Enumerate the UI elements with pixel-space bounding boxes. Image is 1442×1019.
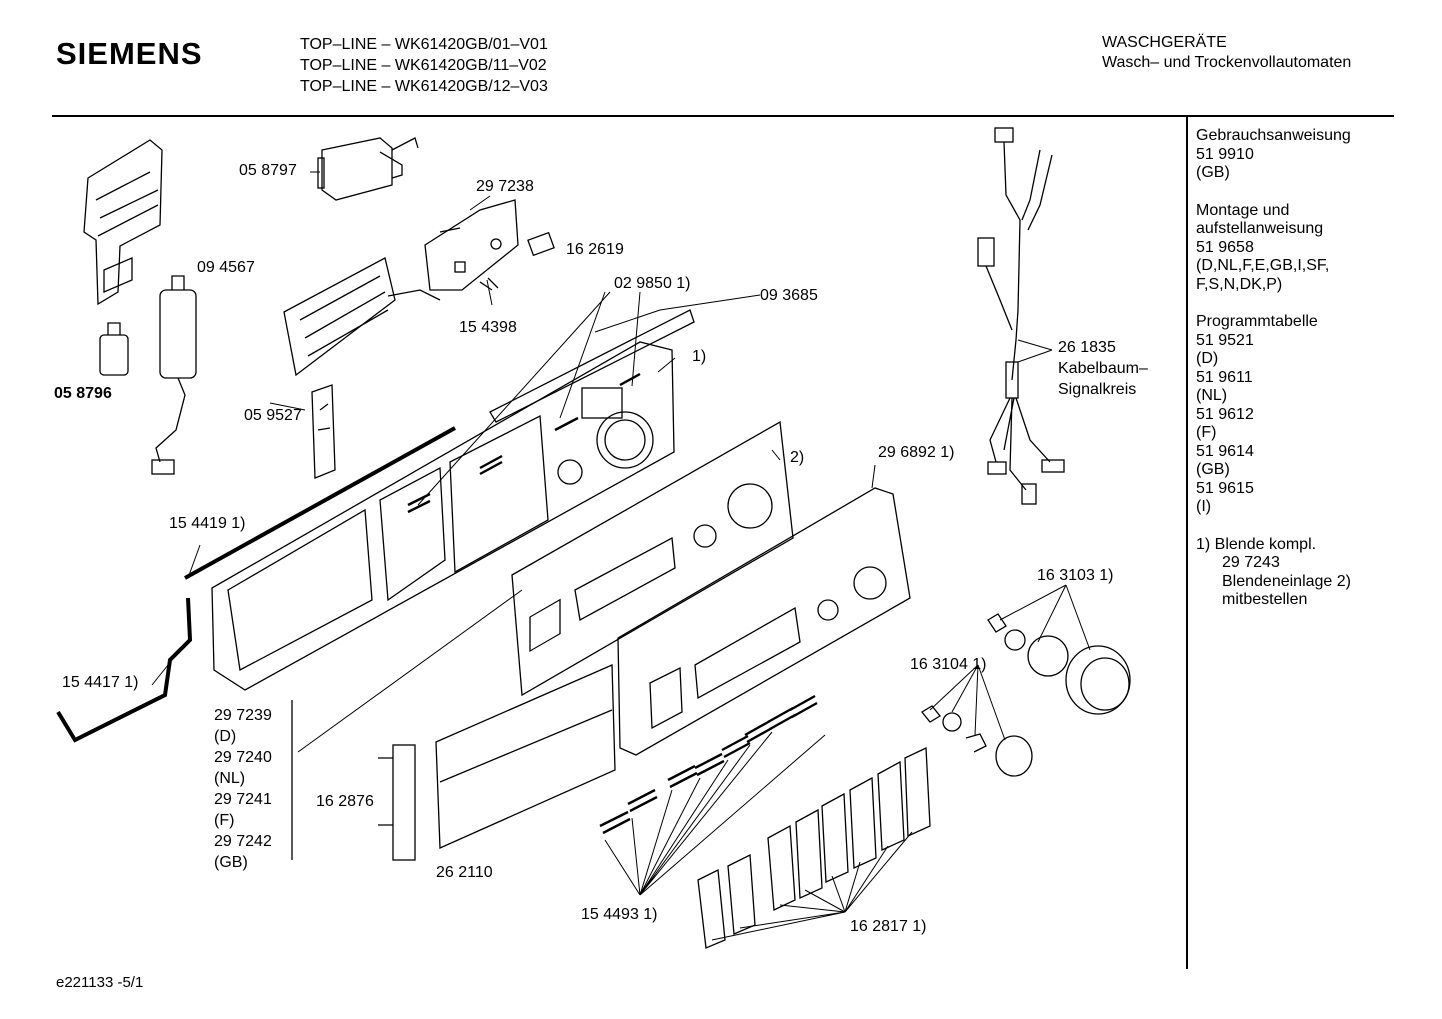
- program-block: Programmtabelle 51 9521 (D) 51 9611 (NL)…: [1196, 313, 1351, 517]
- part-label: 02 9850 1): [614, 275, 691, 292]
- program-lang: (D): [1196, 350, 1219, 367]
- part-label: 26 1835: [1058, 339, 1116, 356]
- part-label: Kabelbaum–: [1058, 360, 1148, 377]
- install-title: aufstellanweisung: [1196, 220, 1324, 237]
- note-line: Blendeneinlage 2): [1222, 572, 1351, 590]
- lamp: [479, 231, 555, 291]
- switch: [317, 137, 419, 201]
- part-label: Signalkreis: [1058, 381, 1137, 398]
- insert-variants: 29 7239 (D) 29 7240 (NL) 29 7241 (F) 29 …: [214, 705, 272, 873]
- part-label: 05 9527: [244, 407, 302, 424]
- leader-lines: [151, 171, 1091, 941]
- part-label: 29 7238: [476, 178, 534, 195]
- selector-board: [283, 257, 441, 377]
- key-springs: [599, 694, 818, 835]
- part-label: 15 4419 1): [169, 515, 246, 532]
- part-label: 15 4417 1): [62, 674, 139, 691]
- lever: [311, 384, 336, 479]
- program-number: 51 9614: [1196, 442, 1254, 460]
- program-keys: [697, 746, 931, 949]
- program-number: 51 9521: [1196, 331, 1254, 349]
- category-title: WASCHGERÄTE: [1102, 34, 1227, 51]
- part-label: (D): [214, 728, 237, 745]
- panel-insert: [511, 420, 794, 697]
- model-list: TOP–LINE – WK61420GB/01–V01 TOP–LINE – W…: [300, 34, 548, 97]
- part-label: 05 8797: [239, 162, 297, 179]
- suppressor: [99, 322, 129, 376]
- part-label: 16 3103 1): [1037, 567, 1114, 584]
- rod: [56, 597, 193, 743]
- category-block: WASCHGERÄTE Wasch– und Trockenvollautoma…: [1102, 33, 1351, 73]
- install-title: Montage und: [1196, 201, 1290, 219]
- category-subtitle: Wasch– und Trockenvollautomaten: [1102, 54, 1352, 71]
- brand-logo: SIEMENS: [56, 36, 203, 71]
- part-label: (NL): [214, 770, 246, 787]
- part-label: 09 4567: [197, 259, 255, 276]
- install-block: Montage und aufstellanweisung 51 9658 (D…: [1196, 202, 1351, 295]
- front-frame: [617, 487, 911, 756]
- manual-lang: (GB): [1196, 164, 1230, 181]
- knob-assembly: [921, 613, 1131, 777]
- part-label: 29 6892 1): [878, 444, 955, 461]
- header-divider: [52, 115, 1394, 117]
- manual-title: Gebrauchsanweisung: [1196, 127, 1351, 144]
- model-line: TOP–LINE – WK61420GB/12–V03: [300, 78, 548, 95]
- part-label: 29 7239: [214, 707, 272, 724]
- mounting-bracket: [83, 139, 163, 306]
- part-label: 26 2110: [436, 864, 493, 881]
- part-label: 16 2817 1): [850, 918, 927, 935]
- part-label: 15 4398: [459, 319, 517, 336]
- capacitor: [151, 275, 197, 475]
- part-label: 09 3685: [760, 287, 818, 304]
- manual-number: 51 9910: [1196, 145, 1254, 163]
- part-label: 16 2619: [566, 241, 624, 258]
- part-label: (F): [214, 812, 235, 829]
- document-code: e221133 -5/1: [56, 974, 144, 991]
- part-label: 1): [692, 348, 707, 365]
- note-block: 1) Blende kompl. 29 7243 Blendeneinlage …: [1196, 536, 1351, 610]
- part-label: 29 7241: [214, 791, 272, 808]
- wiring-harness: [977, 127, 1065, 505]
- document-sidebar: Gebrauchsanweisung 51 9910 (GB) Montage …: [1196, 127, 1351, 629]
- circuit-board: [424, 199, 519, 291]
- manual-block: Gebrauchsanweisung 51 9910 (GB): [1196, 127, 1351, 183]
- note-line: mitbestellen: [1222, 591, 1308, 608]
- install-langs: (D,NL,F,E,GB,I,SF,: [1196, 257, 1330, 274]
- program-lang: (F): [1196, 424, 1217, 441]
- program-lang: (I): [1196, 498, 1212, 515]
- part-label: 05 8796: [54, 385, 112, 402]
- model-line: TOP–LINE – WK61420GB/01–V01: [300, 36, 548, 53]
- part-label: 29 7240: [214, 749, 272, 766]
- program-number: 51 9615: [1196, 479, 1254, 497]
- sidebar-divider: [1186, 117, 1188, 969]
- program-number: 51 9612: [1196, 405, 1254, 423]
- note-line: 29 7243: [1222, 554, 1280, 571]
- part-label: 16 3104 1): [910, 656, 987, 673]
- program-title: Programmtabelle: [1196, 313, 1318, 330]
- part-label: 16 2876: [316, 793, 374, 810]
- seal-strip: [184, 426, 456, 580]
- model-line: TOP–LINE – WK61420GB/11–V02: [300, 57, 547, 74]
- part-label: (GB): [214, 854, 248, 871]
- note-line: 1) Blende kompl.: [1196, 535, 1317, 553]
- install-number: 51 9658: [1196, 238, 1254, 256]
- harness-label: 26 1835 Kabelbaum– Signalkreis: [1058, 337, 1148, 400]
- panel-springs: [407, 372, 641, 514]
- display-cover: [435, 664, 616, 849]
- program-lang: (GB): [1196, 461, 1230, 478]
- part-label: 29 7242: [214, 833, 272, 850]
- part-label: 15 4493 1): [581, 906, 658, 923]
- program-number: 51 9611: [1196, 368, 1253, 386]
- program-lang: (NL): [1196, 387, 1228, 404]
- part-label: 2): [790, 449, 805, 466]
- push-button: [378, 744, 416, 861]
- control-panel: [211, 309, 695, 691]
- install-langs: F,S,N,DK,P): [1196, 275, 1283, 293]
